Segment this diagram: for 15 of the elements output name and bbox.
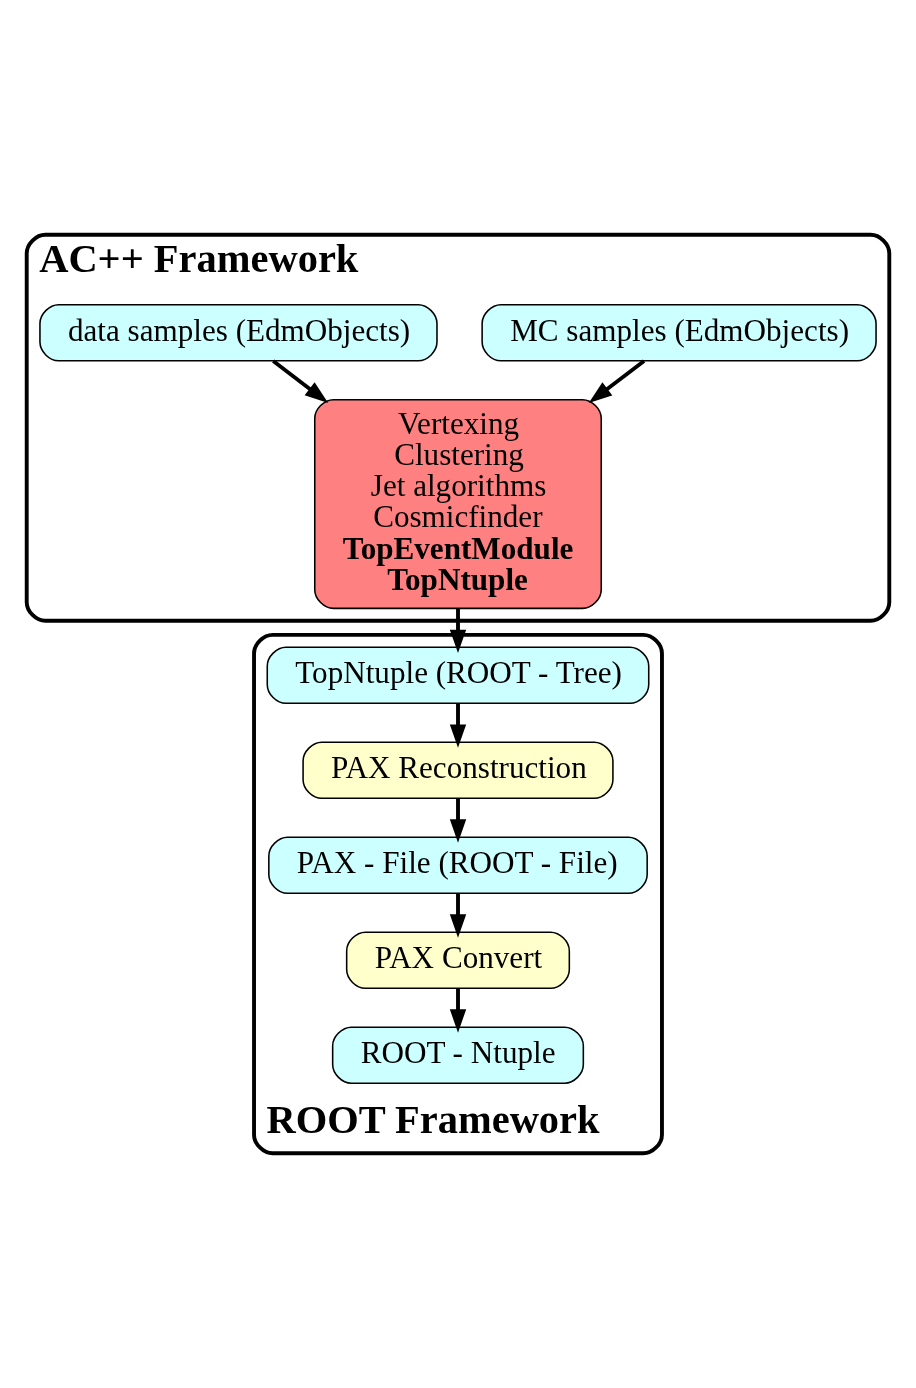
arrow	[449, 893, 467, 938]
node-box: data samples (EdmObjects)	[39, 303, 438, 362]
arrow	[272, 359, 329, 404]
arrow	[588, 359, 646, 404]
node-box: PAX Convert	[345, 931, 571, 990]
arrow	[449, 608, 467, 654]
node-box: Vertexing Clustering Jet algorithms Cosmicfinder TopEventModule TopNtuple	[314, 398, 602, 610]
node-box: TopNtuple (ROOT - Tree)	[266, 646, 650, 705]
node-box: PAX Reconstruction	[302, 741, 614, 800]
arrow	[449, 703, 467, 748]
node-box: ROOT - Ntuple	[331, 1026, 585, 1085]
node-box: MC samples (EdmObjects)	[481, 303, 877, 362]
arrow	[449, 988, 467, 1033]
arrow	[449, 798, 467, 843]
node-box: PAX - File (ROOT - File)	[268, 836, 648, 895]
